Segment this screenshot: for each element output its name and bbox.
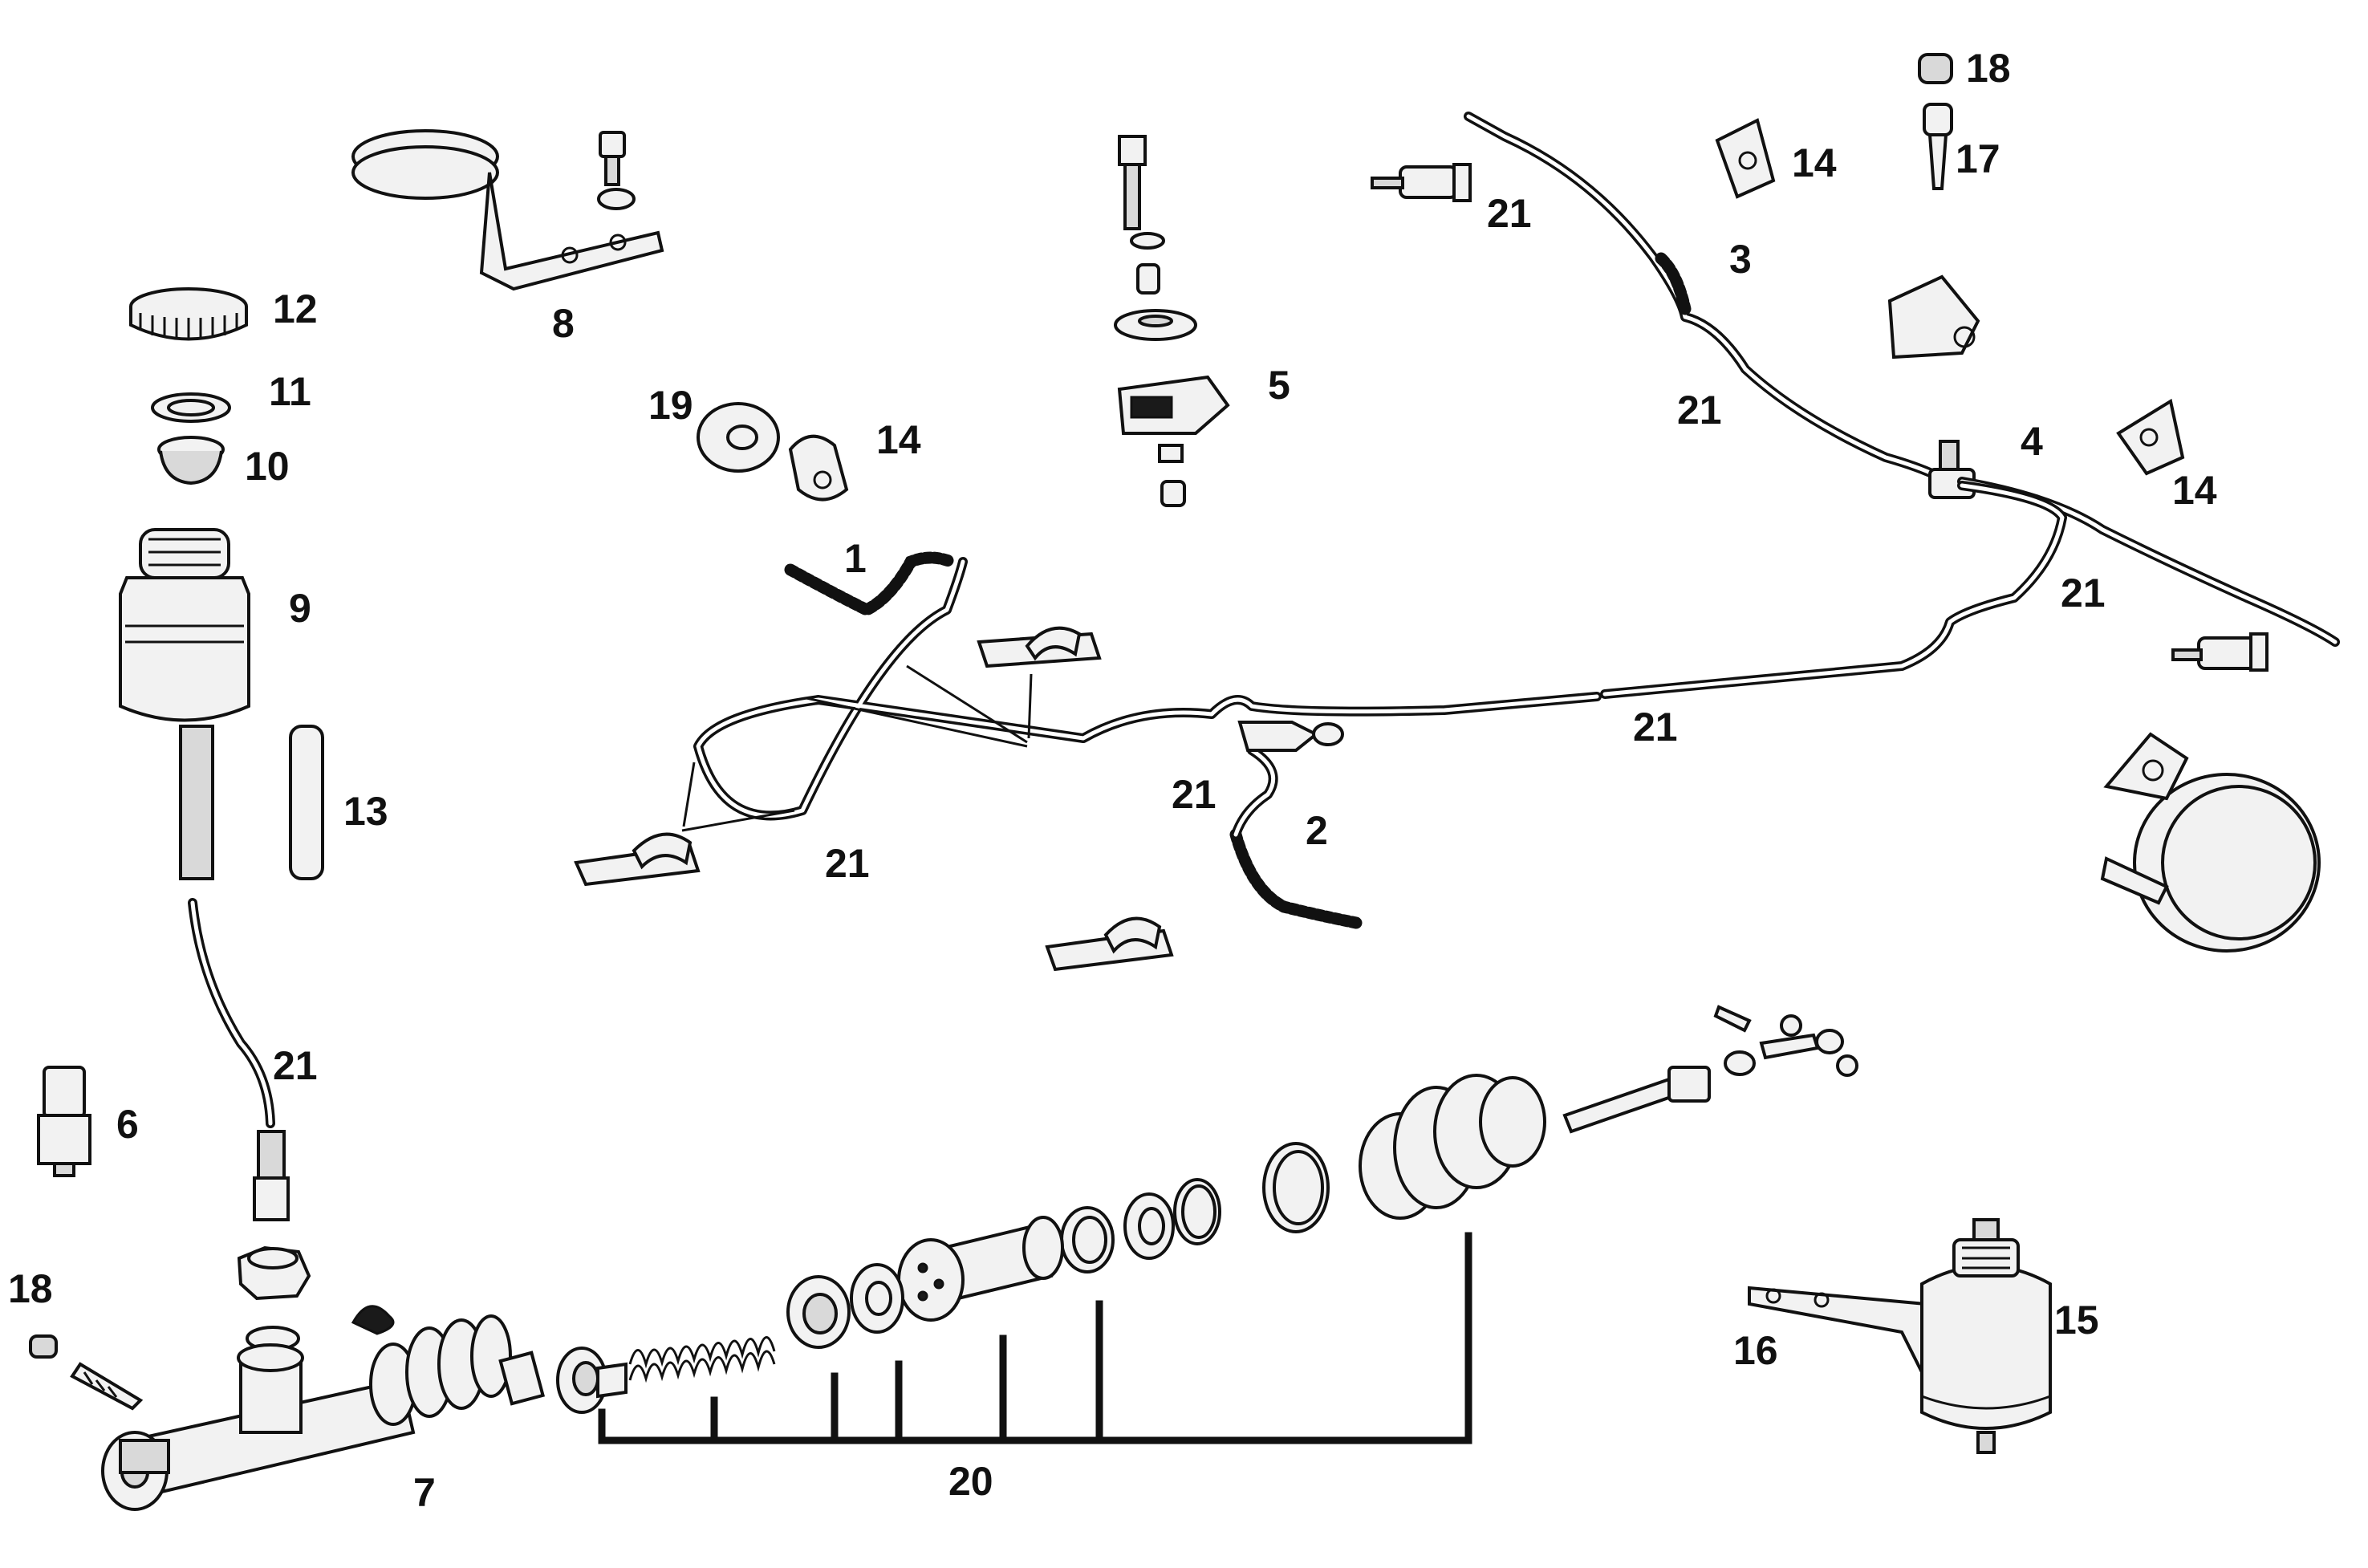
callout-18-left: 18: [8, 1266, 53, 1311]
callouts: 12 11 10 9 13 8 19 14 1 5 21 3 14 18 17 …: [8, 46, 2217, 1515]
pipe-clip-a: [977, 626, 1102, 668]
leader-lines: [681, 664, 1033, 832]
rear-hose-3: [1655, 252, 1692, 315]
callout-19: 19: [648, 383, 693, 428]
callout-3: 3: [1729, 237, 1752, 282]
reservoir-bracket: [1748, 1286, 1952, 1383]
fluid-reservoir: [119, 528, 250, 880]
callout-7: 7: [413, 1470, 436, 1515]
callout-11: 11: [269, 369, 311, 414]
callout-21-top: 21: [1487, 191, 1532, 236]
callout-9: 9: [289, 586, 311, 631]
piston-washer: [850, 1263, 904, 1334]
callout-18-top: 18: [1966, 46, 2011, 91]
remote-reservoir: [1920, 1218, 2052, 1454]
callout-21-centre: 21: [1172, 772, 1216, 817]
bleed-cap-18: [1918, 53, 1953, 84]
dust-boot: [1359, 1074, 1546, 1220]
callout-10: 10: [245, 444, 290, 489]
rear-union-wheel-right: [2171, 632, 2268, 672]
return-spring: [628, 1336, 776, 1383]
boot-ring: [1262, 1142, 1330, 1233]
bleed-screw: [70, 1362, 144, 1411]
callout-21-left: 21: [273, 1043, 318, 1088]
pipe-clip-14b: [1715, 118, 1776, 199]
secondary-seal: [786, 1275, 851, 1349]
clamp-bolt: [597, 131, 636, 210]
callout-12: 12: [273, 286, 318, 331]
callout-6: 6: [116, 1102, 139, 1147]
hose-13: [289, 725, 324, 880]
proportioning-valve: [1117, 375, 1230, 507]
pipe-clip-c: [1045, 916, 1174, 972]
callout-5: 5: [1268, 363, 1290, 408]
reservoir-cap: [129, 287, 248, 341]
callout-15: 15: [2054, 1298, 2099, 1343]
piston: [897, 1216, 1064, 1322]
proportioning-valve-bolt: [1114, 135, 1197, 341]
front-hose-1: [784, 551, 957, 617]
mounting-clamp: [2100, 732, 2321, 953]
bleed-screw-17: [1923, 103, 1953, 190]
callout-21-right-b: 21: [2061, 571, 2106, 615]
callout-14-top: 14: [1792, 140, 1837, 185]
front-hose-2: [1229, 745, 1363, 929]
main-pipe-21: [693, 481, 2067, 821]
callout-8: 8: [552, 301, 575, 346]
reservoir-gasket: [151, 392, 231, 423]
callout-21-lower: 21: [825, 841, 870, 886]
washer-stop: [1123, 1192, 1175, 1260]
rear-union-wheel-left: [1371, 163, 1472, 202]
pushrod: [1562, 1005, 1858, 1134]
callout-2: 2: [1306, 808, 1328, 853]
callout-4: 4: [2021, 419, 2043, 464]
three-way-union: [1887, 274, 1980, 360]
primary-seal: [1060, 1206, 1115, 1273]
banjo-union: [237, 1245, 311, 1351]
master-cylinder: [101, 1314, 546, 1511]
callout-14-left: 14: [876, 417, 921, 462]
callout-17: 17: [1956, 136, 2000, 181]
pipe-clip-14a: [788, 434, 849, 502]
front-junction: [1237, 721, 1344, 752]
callout-14-right: 14: [2172, 468, 2217, 513]
bleed-screw-cap: [29, 1334, 58, 1359]
callout-13: 13: [343, 789, 388, 834]
washer-19: [697, 402, 780, 473]
repair-kit-bracket: [598, 1232, 1472, 1444]
rubber-plug: [351, 1305, 395, 1335]
rear-pipe-21c: [1957, 477, 2340, 647]
reservoir-filter: [157, 436, 225, 485]
pressure-switch: [37, 1066, 91, 1177]
feed-pipe: [188, 898, 290, 1221]
callout-20: 20: [948, 1459, 993, 1504]
spring-retainer: [556, 1347, 628, 1414]
pipe-clip-14c: [2116, 398, 2185, 476]
callout-16: 16: [1733, 1328, 1778, 1373]
pipe-clip-b: [574, 832, 701, 887]
callout-21-mid: 21: [1633, 705, 1678, 749]
circlip: [1173, 1178, 1221, 1245]
reservoir-clamp: [351, 129, 664, 291]
callout-21-right-a: 21: [1677, 388, 1722, 433]
rear-pipe-21a: [1464, 112, 1963, 494]
callout-1: 1: [844, 536, 867, 581]
